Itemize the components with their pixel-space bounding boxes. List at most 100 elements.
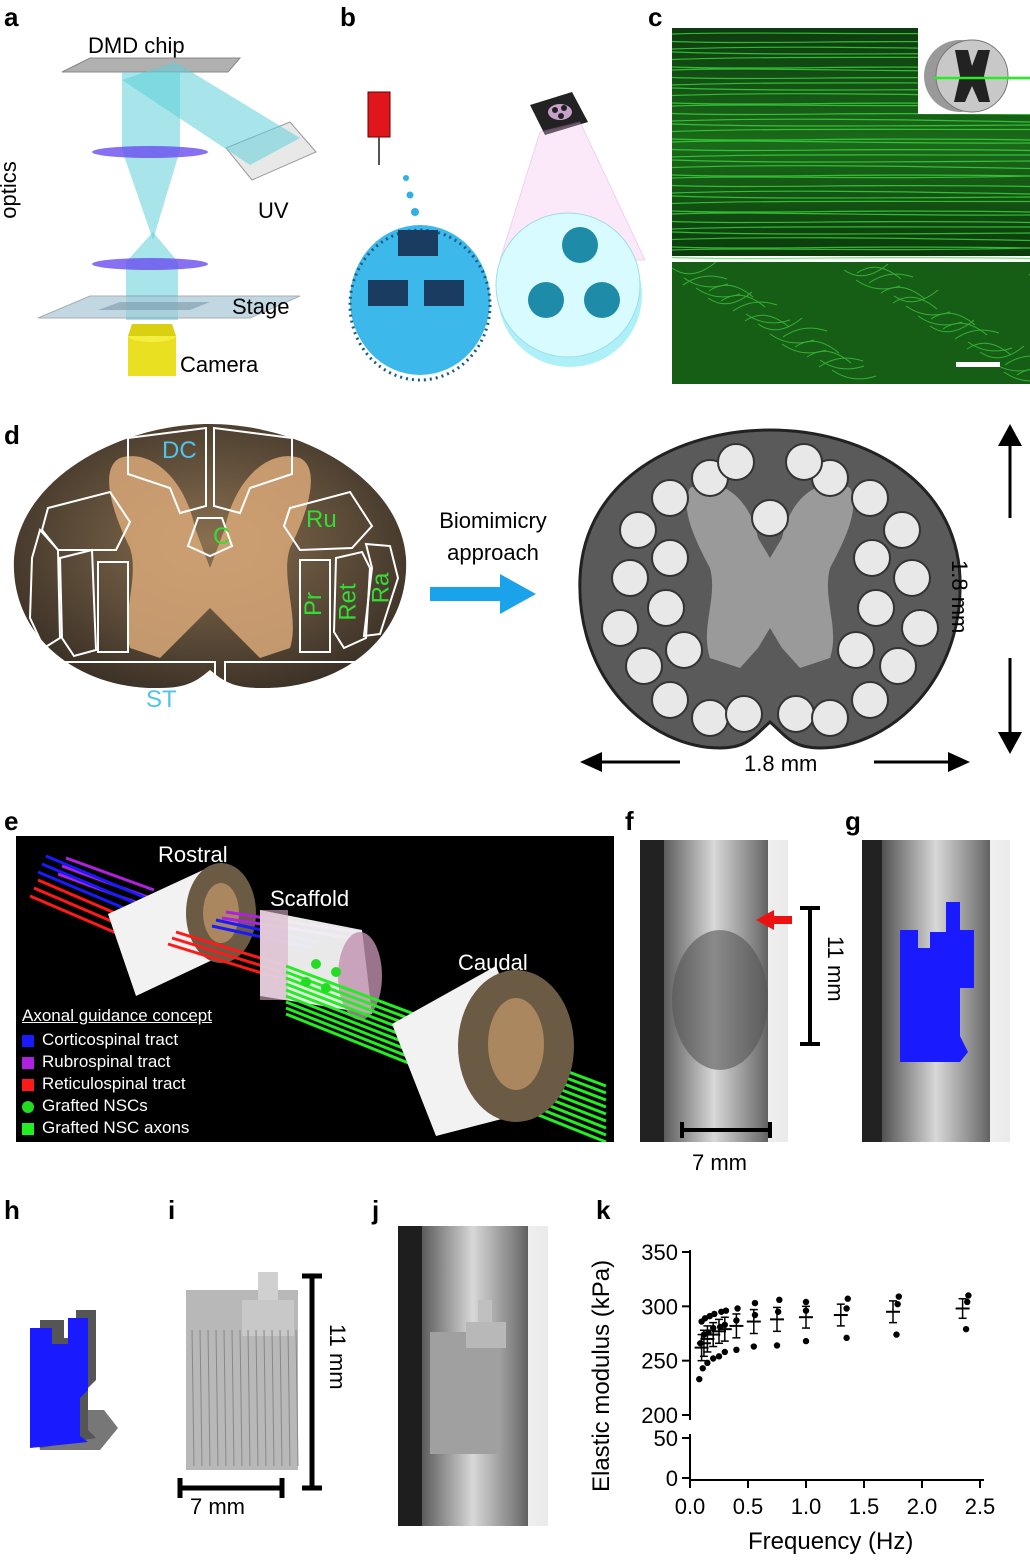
legend-label-grafted-nscs: Grafted NSCs — [42, 1096, 148, 1115]
scaffold-width-label: 1.8 mm — [744, 751, 818, 776]
data-point — [704, 1359, 711, 1367]
data-point — [893, 1331, 900, 1338]
region-label-st: ST — [146, 686, 177, 713]
scaffold-height-label: 1.8 mm — [947, 560, 972, 634]
stage-label: Stage — [232, 294, 290, 319]
legend-label-reticulospinal: Reticulospinal tract — [42, 1074, 186, 1093]
projection-setup-diagram — [37, 57, 317, 376]
legend-item-reticulospinal: Reticulospinal tract — [22, 1074, 186, 1094]
data-point — [715, 1353, 723, 1360]
axon-fluorescence-images — [672, 28, 1030, 384]
data-point — [751, 1311, 759, 1319]
scaffold-model-h — [30, 1310, 118, 1450]
lesion-width-label-f: 7 mm — [692, 1150, 747, 1175]
legend-label-grafted-axons: Grafted NSC axons — [42, 1118, 190, 1137]
y-tick-label: 250 — [641, 1349, 678, 1374]
data-point — [964, 1298, 971, 1306]
spinal-cord-section-image — [13, 424, 407, 708]
legend-item-rubrospinal: Rubrospinal tract — [22, 1052, 171, 1072]
camera-label: Camera — [180, 352, 259, 377]
data-point — [894, 1300, 901, 1308]
legend-label-rubrospinal: Rubrospinal tract — [42, 1052, 171, 1071]
data-point — [750, 1343, 757, 1350]
y-tick-label: 200 — [641, 1403, 678, 1428]
data-point — [721, 1321, 728, 1329]
data-point — [733, 1317, 740, 1324]
data-point — [734, 1305, 741, 1312]
legend-item-grafted-axons: Grafted NSC axons — [22, 1118, 189, 1138]
panel-label-d: d — [4, 420, 20, 450]
panel-label-a: a — [4, 2, 19, 32]
mri-overlay-j — [398, 1226, 548, 1526]
lesion-length-label-f: 11 mm — [823, 936, 848, 1002]
x-tick-label: 2.5 — [965, 1494, 996, 1519]
data-point — [962, 1325, 970, 1333]
region-label-ra: Ra — [367, 572, 395, 604]
y-tick-label: 300 — [641, 1294, 678, 1319]
biomimicry-arrow-icon — [430, 574, 536, 614]
legend-swatch-reticulospinal — [22, 1078, 34, 1091]
data-point — [710, 1324, 717, 1332]
legend-title: Axonal guidance concept — [22, 1006, 212, 1025]
data-point — [776, 1296, 783, 1304]
data-point — [705, 1329, 712, 1336]
data-point — [843, 1334, 850, 1342]
legend-item-grafted-nscs: Grafted NSCs — [22, 1096, 148, 1116]
data-point — [696, 1375, 703, 1383]
printed-implant-i — [177, 1272, 322, 1498]
data-point — [965, 1292, 972, 1299]
y-tick-label: 50 — [654, 1426, 678, 1451]
region-label-ret: Ret — [334, 583, 362, 621]
y-tick-label: 0 — [666, 1466, 678, 1491]
data-point — [711, 1310, 718, 1318]
data-point — [802, 1307, 810, 1314]
mri-image-g — [862, 840, 1010, 1142]
dimension-arrows — [580, 424, 1022, 772]
panel-label-f: f — [625, 806, 634, 836]
panel-label-b: b — [340, 2, 356, 32]
x-tick-label: 0.0 — [675, 1494, 706, 1519]
legend-swatch-grafted-axons — [22, 1122, 34, 1135]
legend-swatch-rubrospinal — [22, 1056, 34, 1069]
panel-label-e: e — [4, 806, 19, 836]
dmd-chip-label: DMD chip — [88, 33, 185, 58]
rostral-label: Rostral — [158, 842, 228, 867]
data-point — [722, 1307, 730, 1314]
legend-label-corticospinal: Corticospinal tract — [42, 1030, 179, 1049]
data-point — [895, 1293, 902, 1300]
data-point — [773, 1342, 781, 1349]
lesion-measure-marks — [680, 906, 820, 1138]
y-tick-label: 350 — [641, 1240, 678, 1265]
guidance-concept-diagram — [29, 854, 607, 1142]
printing-comparison-diagram — [348, 91, 646, 382]
x-tick-label: 2.0 — [907, 1494, 938, 1519]
data-point — [844, 1295, 851, 1302]
panel-label-k: k — [596, 1195, 611, 1225]
region-label-dc: DC — [162, 437, 197, 464]
panel-label-h: h — [4, 1195, 20, 1225]
panel-label-i: i — [168, 1195, 176, 1225]
region-label-ru: Ru — [306, 506, 337, 533]
uv-label: UV — [258, 198, 289, 223]
region-label-c: C — [213, 523, 231, 550]
data-point — [721, 1348, 728, 1356]
legend-item-corticospinal: Corticospinal tract — [22, 1030, 178, 1050]
data-point — [733, 1346, 740, 1353]
data-point — [774, 1308, 782, 1315]
legend-swatch-grafted-nscs — [22, 1100, 34, 1113]
implant-length-label-i: 11 mm — [325, 1324, 350, 1390]
x-tick-label: 0.5 — [733, 1494, 764, 1519]
caudal-label: Caudal — [458, 950, 528, 975]
data-point — [699, 1365, 706, 1372]
projection-optics-label: Projection optics — [0, 161, 21, 219]
printed-scaffold-image — [578, 428, 962, 750]
chart-xlabel: Frequency (Hz) — [748, 1528, 914, 1555]
implant-width-label-i: 7 mm — [190, 1494, 245, 1519]
legend-swatch-corticospinal — [22, 1034, 34, 1047]
scaffold-label: Scaffold — [270, 886, 350, 911]
data-point — [843, 1305, 850, 1312]
panel-label-g: g — [845, 806, 861, 836]
x-tick-label: 1.0 — [791, 1494, 822, 1519]
data-point — [710, 1355, 717, 1362]
panel-label-j: j — [372, 1195, 380, 1225]
